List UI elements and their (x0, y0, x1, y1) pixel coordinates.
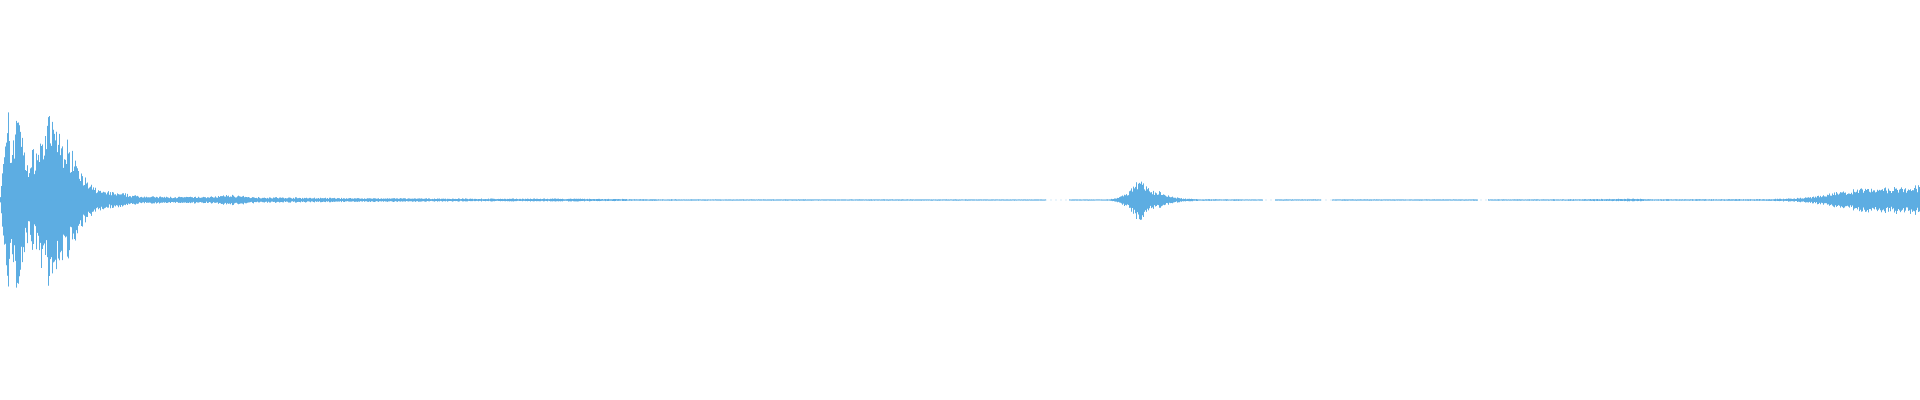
waveform-canvas[interactable] (0, 0, 1920, 400)
audio-waveform[interactable] (0, 0, 1920, 400)
